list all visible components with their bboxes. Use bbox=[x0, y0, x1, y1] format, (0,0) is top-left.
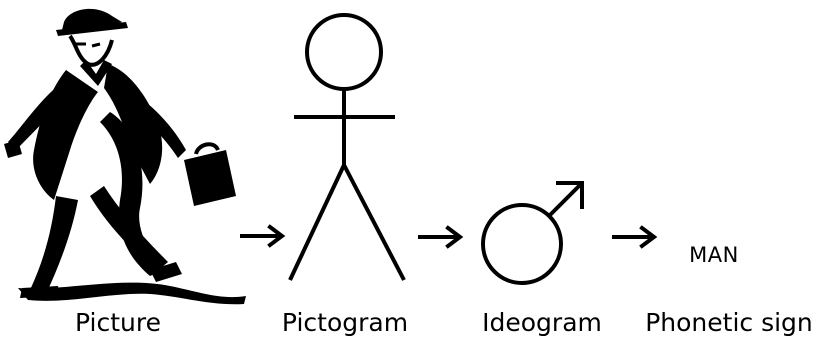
caption-phonetic-sign: Phonetic sign bbox=[645, 308, 813, 337]
stick-figure-icon bbox=[288, 13, 406, 281]
phonetic-sign-word: MAN bbox=[689, 243, 739, 267]
caption-picture: Picture bbox=[75, 308, 161, 337]
right-arrow-icon bbox=[240, 224, 286, 248]
caption-ideogram: Ideogram bbox=[482, 308, 602, 337]
caption-pictogram: Pictogram bbox=[281, 308, 409, 337]
walking-businessman-picture bbox=[4, 8, 246, 305]
right-arrow-icon bbox=[418, 225, 464, 249]
male-symbol-icon bbox=[481, 181, 584, 285]
right-arrow-icon bbox=[612, 225, 658, 249]
